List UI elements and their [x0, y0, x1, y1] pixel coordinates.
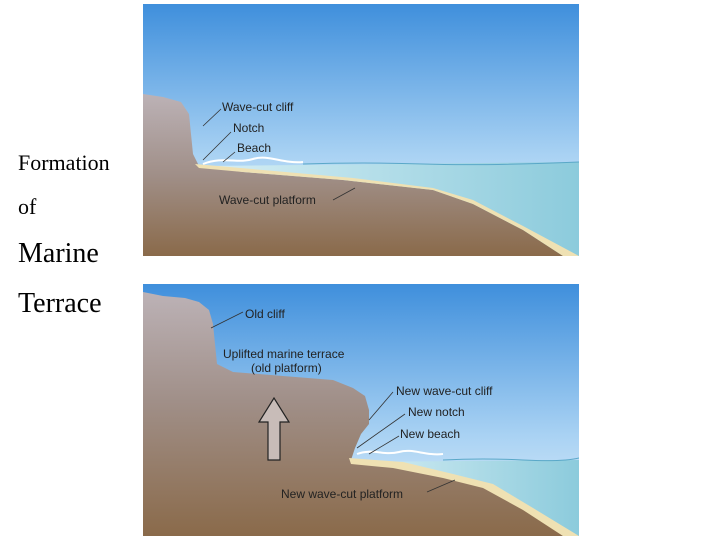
leader-old-cliff [210, 311, 244, 329]
beach-surf [356, 449, 444, 456]
platform-sand [349, 458, 579, 536]
title-line-of: of [18, 194, 37, 219]
leader-beach [222, 151, 236, 163]
label-wave-cut-platform: Wave-cut platform [219, 193, 316, 207]
label-notch: Notch [233, 121, 264, 135]
title-line-marine: Marine [18, 238, 99, 269]
uplift-arrow [257, 396, 291, 461]
leader-new-cliff [368, 391, 394, 421]
rock-mass [143, 94, 563, 256]
wave-cut-diagram: Wave-cut cliff Notch Beach Wave-cut plat… [143, 4, 579, 256]
leader-new-platform [426, 479, 456, 493]
platform-sand [195, 164, 579, 256]
leader-new-notch [356, 413, 406, 449]
label-uplifted-terrace: Uplifted marine terrace [223, 347, 345, 361]
leader-new-beach [368, 435, 400, 455]
marine-terrace-diagram: Old cliff Uplifted marine terrace (old p… [143, 284, 579, 536]
title-line-formation: Formation [18, 150, 110, 175]
sea-surface [442, 457, 579, 462]
label-old-platform: (old platform) [251, 361, 322, 375]
label-new-beach: New beach [400, 427, 460, 441]
leader-cliff [202, 108, 222, 127]
label-wave-cut-cliff: Wave-cut cliff [222, 100, 294, 114]
label-beach: Beach [237, 141, 271, 155]
label-new-wave-cut-cliff: New wave-cut cliff [396, 384, 493, 398]
rock-mass [143, 292, 563, 536]
title-line-terrace: Terrace [18, 288, 102, 319]
leader-notch [202, 131, 232, 161]
label-new-notch: New notch [408, 405, 465, 419]
label-old-cliff: Old cliff [245, 307, 285, 321]
sea-surface [302, 161, 579, 166]
label-new-wave-cut-platform: New wave-cut platform [281, 487, 403, 501]
beach-surf [202, 156, 304, 165]
leader-platform [332, 187, 356, 201]
